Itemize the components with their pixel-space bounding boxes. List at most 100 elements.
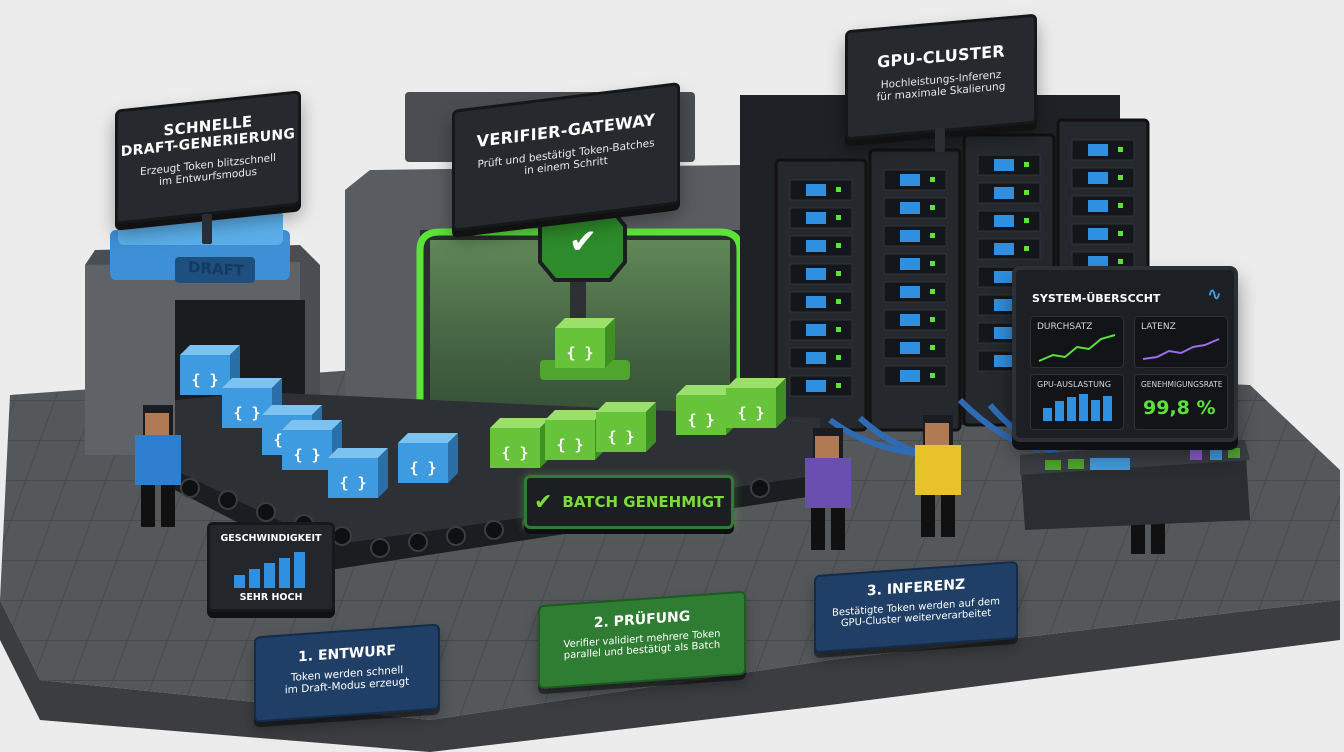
token-cube: { } <box>555 318 615 368</box>
gpu-usage-label: GPU-AUSLASTUNG <box>1037 380 1112 389</box>
server-led <box>1088 172 1108 184</box>
token-glyph: { } <box>233 404 260 422</box>
token-glyph: { } <box>409 459 436 477</box>
speed-bar <box>249 569 260 588</box>
conveyor-roller <box>408 532 428 552</box>
latency-tile: LATENZ <box>1134 316 1228 368</box>
server-led <box>806 268 826 280</box>
token-glyph: { } <box>191 371 218 389</box>
throughput-label: DURCHSATZ <box>1037 322 1093 332</box>
step-draft-panel: 1. ENTWURF Token werden schnell im Draft… <box>254 623 440 723</box>
gpu-usage-tile: GPU-AUSLASTUNG <box>1030 374 1124 430</box>
conveyor-roller <box>446 526 466 546</box>
step-verify-panel: 2. PRÜFUNG Verifier validiert mehrere To… <box>538 590 746 690</box>
server-status-led <box>1118 231 1123 236</box>
server-led <box>806 296 826 308</box>
server-status-led <box>930 205 935 210</box>
throughput-tile: DURCHSATZ <box>1030 316 1124 368</box>
speed-bar <box>234 574 245 588</box>
step-inference-panel: 3. INFERENZ Bestätigte Token werden auf … <box>814 560 1018 654</box>
server-led <box>994 327 1014 339</box>
gpu-bar <box>1043 408 1052 421</box>
gpu-bar <box>1091 400 1100 421</box>
token-cubes: { }{ }{ }{ }{ }{ }{ }{ }{ }{ }{ }{ } <box>180 318 786 498</box>
gpu-bar <box>1103 395 1112 421</box>
server-led <box>1088 256 1108 268</box>
server-led <box>994 355 1014 367</box>
approval-rate-label: GENEHMIGUNGSRATE <box>1141 380 1223 389</box>
server-status-led <box>930 261 935 266</box>
server-status-led <box>1024 246 1029 251</box>
token-glyph: { } <box>556 436 583 454</box>
server-led <box>1088 200 1108 212</box>
token-glyph: { } <box>687 411 714 429</box>
server-status-led <box>836 187 841 192</box>
server-status-led <box>930 345 935 350</box>
conveyor-roller <box>370 538 390 558</box>
latency-label: LATENZ <box>1141 322 1176 332</box>
conveyor-roller <box>180 478 200 498</box>
speed-bars <box>234 550 332 588</box>
server-status-led <box>930 317 935 322</box>
draft-sign-pole <box>202 214 212 244</box>
gpu-bar <box>1079 394 1088 421</box>
server-led <box>806 380 826 392</box>
gpu-sign-pole <box>935 128 945 152</box>
approved-label: BATCH GENEHMIGT <box>562 493 725 511</box>
throughput-sparkline <box>1038 334 1116 362</box>
token-cube: { } <box>328 448 388 498</box>
server-status-led <box>836 299 841 304</box>
worker-figure <box>805 428 851 550</box>
server-status-led <box>836 355 841 360</box>
conveyor-roller <box>750 478 770 498</box>
speed-value: SEHR HOCH <box>239 592 303 603</box>
server-status-led <box>930 373 935 378</box>
server-led <box>900 370 920 382</box>
token-glyph: { } <box>607 428 634 446</box>
server-status-led <box>836 243 841 248</box>
approval-rate-tile: GENEHMIGUNGSRATE 99,8 % <box>1134 374 1228 430</box>
token-glyph: { } <box>566 344 593 362</box>
system-monitor: SYSTEM-ÜBERSCCHT ∿ DURCHSATZ LATENZ GPU-… <box>1012 266 1238 442</box>
server-status-led <box>1118 259 1123 264</box>
server-status-led <box>930 177 935 182</box>
gpu-bar <box>1067 397 1076 421</box>
server-led <box>900 174 920 186</box>
speed-bar <box>279 557 290 588</box>
server-led <box>994 299 1014 311</box>
server-led <box>1088 228 1108 240</box>
server-status-led <box>1118 203 1123 208</box>
gpu-usage-bars <box>1043 393 1115 421</box>
worker-figure <box>135 405 181 527</box>
server-status-led <box>1118 147 1123 152</box>
approved-check-icon: ✔ <box>533 489 553 515</box>
check-icon: ✔ <box>568 222 598 262</box>
server-status-led <box>836 327 841 332</box>
latency-sparkline <box>1142 338 1220 360</box>
approval-rate-value: 99,8 % <box>1143 397 1216 419</box>
conveyor-roller <box>332 526 352 546</box>
conveyor-roller <box>484 520 504 540</box>
server-led <box>806 240 826 252</box>
gpu-bar <box>1055 401 1064 421</box>
speed-bar <box>264 563 275 588</box>
server-status-led <box>1024 190 1029 195</box>
conveyor-roller <box>256 502 276 522</box>
token-cube: { } <box>398 433 458 483</box>
token-cube: { } <box>490 418 550 468</box>
gpu-sign: GPU-CLUSTER Hochleistungs-Inferenz für m… <box>845 13 1037 141</box>
server-status-led <box>836 271 841 276</box>
draft-sign: SCHNELLE DRAFT-GENERIERUNG Erzeugt Token… <box>115 90 301 225</box>
token-glyph: { } <box>339 474 366 492</box>
server-led <box>900 342 920 354</box>
server-led <box>900 258 920 270</box>
token-cube: { } <box>282 420 342 470</box>
monitor-logo-icon: ∿ <box>1206 284 1222 305</box>
server-status-led <box>836 383 841 388</box>
server-status-led <box>1118 175 1123 180</box>
conveyor-roller <box>218 490 238 510</box>
server-status-led <box>930 233 935 238</box>
server-led <box>994 243 1014 255</box>
server-led <box>994 271 1014 283</box>
